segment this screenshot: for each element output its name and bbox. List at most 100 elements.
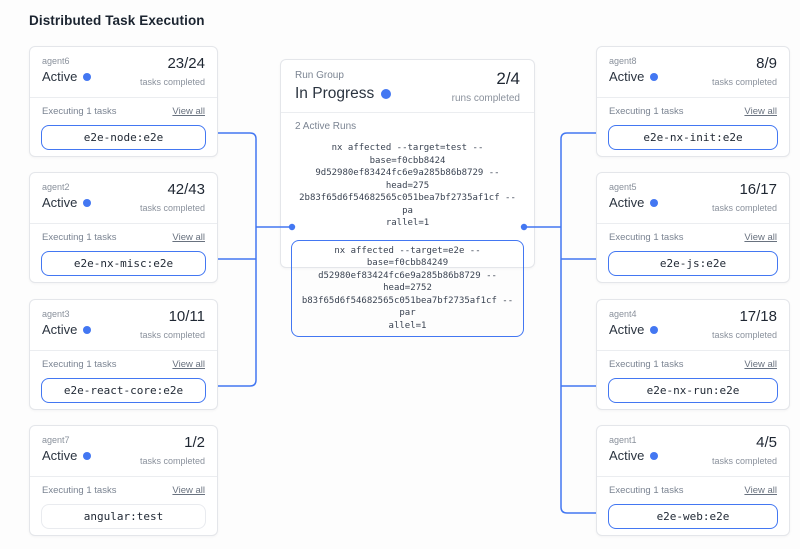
agent-status: Active [609, 195, 645, 210]
view-all-link[interactable]: View all [172, 485, 205, 496]
runs-completed-label: runs completed [451, 93, 520, 104]
agent-card-agent4: agent4 Active 17/18 tasks completed Exec… [596, 299, 790, 410]
divider [30, 223, 217, 224]
executing-tasks-label: Executing 1 tasks [609, 485, 684, 496]
view-all-link[interactable]: View all [744, 485, 777, 496]
agent-name: agent2 [42, 182, 70, 192]
tasks-fraction: 1/2 [184, 434, 205, 451]
task-pill[interactable]: e2e-react-core:e2e [41, 378, 206, 403]
active-runs-label: 2 Active Runs [295, 121, 357, 132]
agent-card-agent6: agent6 Active 23/24 tasks completed Exec… [29, 46, 218, 157]
task-pill[interactable]: angular:test [41, 504, 206, 529]
active-dot-icon [83, 199, 92, 207]
executing-tasks-label: Executing 1 tasks [609, 106, 684, 117]
tasks-completed-label: tasks completed [139, 203, 205, 213]
agent-card-header: agent1 Active 4/5 tasks completed [597, 426, 789, 476]
view-all-link[interactable]: View all [172, 359, 205, 370]
active-dot-icon [83, 326, 92, 334]
agent-status: Active [609, 69, 645, 84]
tasks-completed-label: tasks completed [139, 456, 205, 466]
run-command-line: nx affected --target=e2e --base=f0cbb842… [334, 245, 481, 269]
page-title: Distributed Task Execution [29, 13, 205, 28]
executing-tasks-label: Executing 1 tasks [42, 232, 117, 243]
task-name: e2e-node:e2e [83, 131, 164, 144]
agent-name: agent5 [609, 182, 637, 192]
agent-status: Active [42, 448, 78, 463]
agent-name: agent7 [42, 435, 70, 445]
task-pill[interactable]: e2e-js:e2e [608, 251, 778, 276]
agent-status: Active [42, 195, 78, 210]
task-name: e2e-nx-init:e2e [643, 131, 743, 144]
in-progress-dot-icon [381, 89, 392, 99]
run-group-card: Run Group In Progress 2/4 runs completed… [280, 59, 535, 337]
divider [597, 97, 789, 98]
tasks-fraction: 42/43 [167, 181, 205, 198]
run-command-line: 2b83f65d6f54682565c051bea7bf2735af1cf --… [299, 193, 516, 216]
agent-card-header: agent3 Active 10/11 tasks completed [30, 300, 217, 350]
agent-name: agent6 [42, 56, 70, 66]
view-all-link[interactable]: View all [172, 232, 205, 243]
run-command-line: d52980ef83424fc6e9a285b86b8729 --head=27… [318, 270, 497, 294]
run-command-line: allel=1 [388, 320, 427, 331]
task-pill[interactable]: e2e-web:e2e [608, 504, 778, 529]
active-dot-icon [650, 199, 659, 207]
divider [597, 476, 789, 477]
agent-name: agent1 [609, 435, 637, 445]
task-name: e2e-react-core:e2e [63, 384, 184, 397]
task-pill[interactable]: e2e-nx-run:e2e [608, 378, 778, 403]
agent-name: agent8 [609, 56, 637, 66]
agent-card-header: agent8 Active 8/9 tasks completed [597, 47, 789, 97]
active-dot-icon [83, 452, 92, 460]
tasks-fraction: 17/18 [739, 308, 777, 325]
tasks-fraction: 23/24 [167, 55, 205, 72]
agent-card-agent2: agent2 Active 42/43 tasks completed Exec… [29, 172, 218, 283]
executing-tasks-label: Executing 1 tasks [42, 106, 117, 117]
active-dot-icon [650, 452, 659, 460]
divider [281, 112, 534, 113]
divider [30, 350, 217, 351]
agent-status: Active [42, 322, 78, 337]
view-all-link[interactable]: View all [744, 359, 777, 370]
agent-status: Active [42, 69, 78, 84]
executing-tasks-label: Executing 1 tasks [609, 232, 684, 243]
executing-tasks-label: Executing 1 tasks [42, 359, 117, 370]
task-name: e2e-nx-misc:e2e [73, 257, 174, 270]
agent-card-header: agent2 Active 42/43 tasks completed [30, 173, 217, 223]
task-pill[interactable]: e2e-nx-init:e2e [608, 125, 778, 150]
agent-card-agent7: agent7 Active 1/2 tasks completed Execut… [29, 425, 218, 536]
agent-card-header: agent5 Active 16/17 tasks completed [597, 173, 789, 223]
agent-card-agent8: agent8 Active 8/9 tasks completed Execut… [596, 46, 790, 157]
divider [30, 476, 217, 477]
executing-tasks-label: Executing 1 tasks [609, 359, 684, 370]
divider [30, 97, 217, 98]
task-name: e2e-web:e2e [656, 510, 730, 523]
run-command[interactable]: nx affected --target=e2e --base=f0cbb842… [291, 239, 524, 337]
task-pill[interactable]: e2e-node:e2e [41, 125, 206, 150]
divider [597, 223, 789, 224]
agent-status: Active [609, 322, 645, 337]
run-command-line: b83f65d6f54682565c051bea7bf2735af1cf --p… [301, 295, 514, 319]
run-group-label: Run Group [295, 70, 344, 81]
tasks-completed-label: tasks completed [139, 77, 205, 87]
run-group-status: In Progress [295, 85, 375, 102]
run-command-line: nx affected --target=test --base=f0cbb84… [331, 143, 484, 166]
tasks-completed-label: tasks completed [711, 77, 777, 87]
run-group-header: Run Group In Progress 2/4 runs completed [281, 60, 534, 112]
tasks-completed-label: tasks completed [711, 456, 777, 466]
tasks-fraction: 4/5 [756, 434, 777, 451]
task-name: e2e-js:e2e [659, 257, 727, 270]
agent-card-agent3: agent3 Active 10/11 tasks completed Exec… [29, 299, 218, 410]
view-all-link[interactable]: View all [172, 106, 205, 117]
tasks-completed-label: tasks completed [711, 203, 777, 213]
agent-status: Active [609, 448, 645, 463]
tasks-completed-label: tasks completed [139, 330, 205, 340]
task-pill[interactable]: e2e-nx-misc:e2e [41, 251, 206, 276]
tasks-fraction: 10/11 [168, 308, 205, 325]
active-dot-icon [650, 73, 659, 81]
task-name: angular:test [83, 510, 164, 523]
run-command[interactable]: nx affected --target=test --base=f0cbb84… [291, 137, 524, 235]
view-all-link[interactable]: View all [744, 232, 777, 243]
runs-fraction: 2/4 [496, 69, 520, 88]
view-all-link[interactable]: View all [744, 106, 777, 117]
run-command-line: rallel=1 [385, 218, 430, 228]
